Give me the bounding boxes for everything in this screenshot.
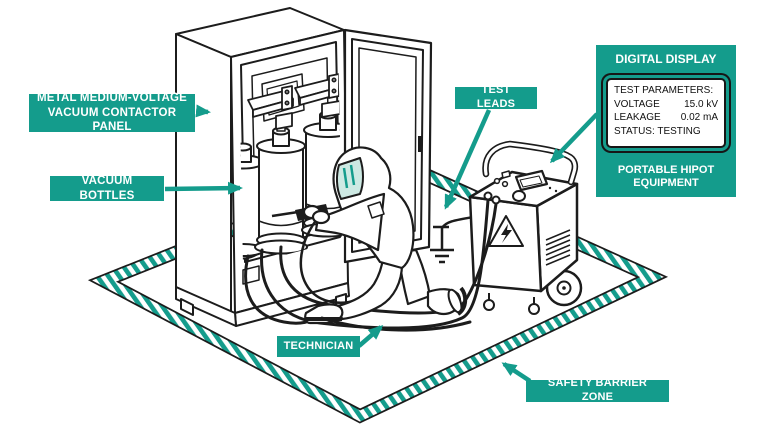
high-voltage-icon: [488, 215, 524, 247]
door-handle: [418, 136, 422, 152]
display-row: LEAKAGE 0.02 mA: [614, 111, 718, 125]
label-text: VACUUM BOTTLES: [79, 175, 135, 202]
label-text: TECHNICIAN: [283, 339, 354, 352]
panel-title: DIGITAL DISPLAY: [615, 52, 717, 66]
display-row: VOLTAGE 15.0 kV: [614, 98, 718, 112]
tester-wheel: [545, 269, 583, 307]
casters: [483, 293, 540, 315]
cart-handle: [482, 140, 579, 186]
display-row-value: 0.02 mA: [680, 112, 718, 123]
callout-arrow-icon: [501, 362, 532, 383]
callout-arrow-icon: [357, 325, 384, 348]
display-row-label: LEAKAGE: [614, 112, 661, 123]
display-status: STATUS: TESTING: [614, 125, 701, 137]
face-shield-icon: [335, 157, 364, 200]
vacuum-bottles: [239, 107, 342, 260]
label-safety-barrier-zone: SAFETY BARRIER ZONE: [526, 377, 669, 403]
callout-arrows: [164, 104, 599, 383]
label-text: TEST LEADS: [476, 84, 516, 110]
vacuum-bottle: [254, 123, 308, 255]
vent-slots: [545, 229, 571, 266]
display-row-value: 15.0 kV: [684, 98, 718, 110]
callout-arrow-icon: [443, 109, 492, 210]
test-probe-icon: [271, 204, 331, 225]
sleeve-patch: [367, 201, 385, 219]
busbar-connections: [247, 73, 341, 130]
label-contactor-panel: METAL MEDIUM-VOLTAGE VACUUM CONTACTOR PA…: [29, 92, 195, 134]
test-lead-cables-front: [320, 316, 472, 332]
display-header: TEST PARAMETERS:: [614, 85, 714, 96]
callout-arrow-icon: [195, 104, 211, 118]
label-text: METAL MEDIUM-VOLTAGE VACUUM CONTACTOR PA…: [36, 92, 188, 134]
digital-display-screen: TEST PARAMETERS: VOLTAGE 15.0 kV LEAKAGE…: [606, 78, 726, 148]
digital-display-panel: DIGITAL DISPLAY TEST PARAMETERS: VOLTAGE…: [596, 45, 736, 197]
label-text: SAFETY BARRIER ZONE: [547, 377, 648, 403]
label-test-leads: TEST LEADS: [455, 84, 537, 110]
label-technician: TECHNICIAN: [277, 336, 360, 357]
technician-figure: [271, 146, 468, 325]
display-row-label: VOLTAGE: [614, 98, 660, 110]
label-vacuum-bottles: VACUUM BOTTLES: [50, 175, 164, 202]
callout-arrow-icon: [164, 181, 243, 195]
panel-caption: PORTABLE HIPOT EQUIPMENT: [617, 163, 715, 190]
tester-control-panel: [483, 169, 558, 205]
callout-arrow-icon: [549, 112, 599, 164]
